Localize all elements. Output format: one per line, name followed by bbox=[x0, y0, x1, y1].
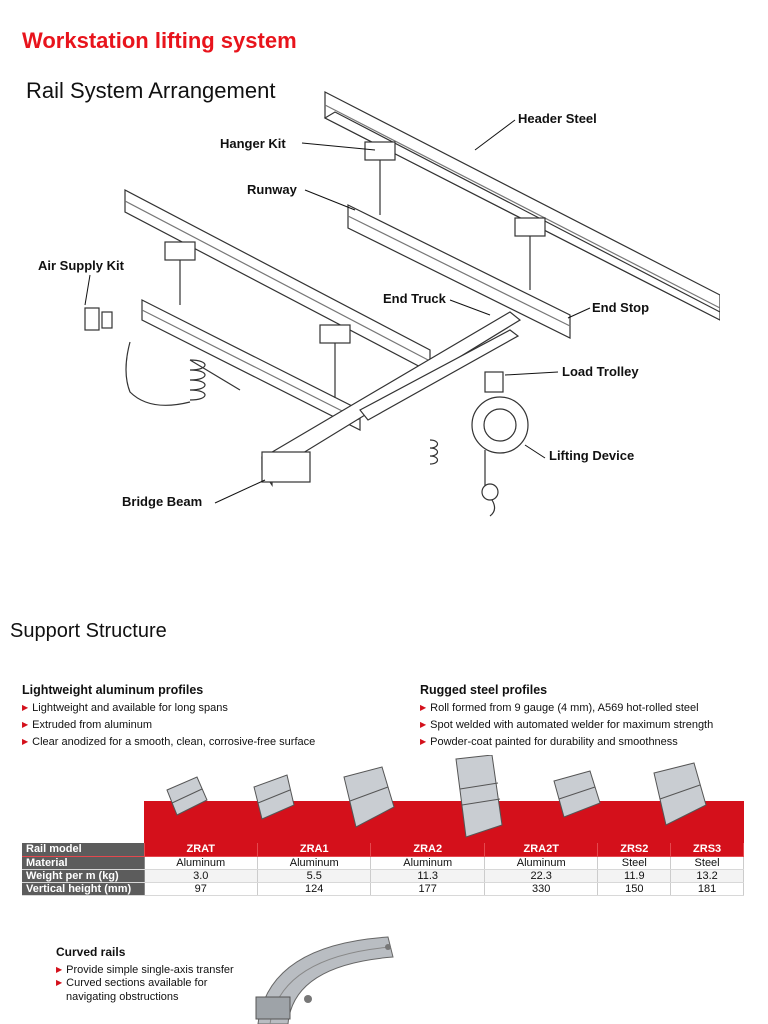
hanger-left-2 bbox=[319, 324, 351, 398]
air-supply-kit bbox=[84, 307, 191, 406]
steel-profiles: Rugged steel profiles Roll formed from 9… bbox=[420, 682, 760, 751]
support-structure-heading: Support Structure bbox=[10, 620, 167, 642]
coiled-hose bbox=[189, 359, 241, 401]
profile-zra2-icon bbox=[343, 766, 395, 828]
table-cell: Material bbox=[22, 856, 145, 870]
curved-bullet: Provide simple single-axis transfer bbox=[56, 964, 236, 978]
runway-left bbox=[141, 299, 361, 431]
hanger-right-2 bbox=[514, 217, 546, 290]
profile-zrs2-icon bbox=[553, 770, 601, 818]
table-cell: Vertical height (mm) bbox=[22, 882, 145, 896]
table-cell: Steel bbox=[670, 856, 744, 870]
table-cell: 11.3 bbox=[370, 869, 485, 883]
lifting-device bbox=[471, 396, 529, 517]
table-cell: 330 bbox=[484, 882, 599, 896]
label-header-steel: Header Steel bbox=[518, 111, 597, 126]
profile-zrs3-icon bbox=[653, 762, 707, 826]
steel-bullet: Spot welded with automated welder for ma… bbox=[420, 717, 760, 734]
header-cell: ZRA1 bbox=[257, 843, 372, 857]
steel-bullet: Powder-coat painted for durability and s… bbox=[420, 734, 760, 751]
table-row: Weight per m (kg) 3.0 5.5 11.3 22.3 11.9… bbox=[22, 869, 744, 883]
aluminum-heading: Lightweight aluminum profiles bbox=[22, 683, 204, 697]
label-hanger-kit: Hanger Kit bbox=[220, 136, 286, 151]
table-cell: Steel bbox=[597, 856, 672, 870]
curved-heading: Curved rails bbox=[56, 945, 126, 959]
header-cell: ZRS2 bbox=[597, 843, 672, 857]
table-cell: 22.3 bbox=[484, 869, 599, 883]
table-row: Material Aluminum Aluminum Aluminum Alum… bbox=[22, 856, 744, 870]
table-cell: 11.9 bbox=[597, 869, 672, 883]
table-row: Vertical height (mm) 97 124 177 330 150 … bbox=[22, 882, 744, 896]
header-steel-right bbox=[323, 91, 720, 321]
table-cell: 3.0 bbox=[144, 869, 258, 883]
rail-system-diagram: Header Steel Hanger Kit Runway Air Suppl… bbox=[38, 91, 720, 517]
table-header-row: Rail model ZRAT ZRA1 ZRA2 ZRA2T ZRS2 ZRS… bbox=[22, 843, 744, 857]
header-cell: ZRAT bbox=[144, 843, 258, 857]
table-cell: 13.2 bbox=[670, 869, 744, 883]
table-cell: Aluminum bbox=[484, 856, 599, 870]
curved-rails-section: Curved rails Provide simple single-axis … bbox=[56, 945, 236, 1004]
header-cell: ZRS3 bbox=[670, 843, 744, 857]
aluminum-bullet: Lightweight and available for long spans bbox=[22, 700, 402, 717]
red-banner bbox=[144, 801, 744, 845]
diagram-title: Rail System Arrangement bbox=[26, 78, 276, 103]
label-end-stop: End Stop bbox=[592, 300, 649, 315]
label-runway: Runway bbox=[247, 182, 298, 197]
curved-rail-image bbox=[255, 936, 394, 1024]
steel-heading: Rugged steel profiles bbox=[420, 683, 548, 697]
table-cell: 177 bbox=[370, 882, 485, 896]
label-air-supply-kit: Air Supply Kit bbox=[38, 258, 125, 273]
table-cell: Weight per m (kg) bbox=[22, 869, 145, 883]
aluminum-bullet: Clear anodized for a smooth, clean, corr… bbox=[22, 734, 402, 751]
table-cell: 97 bbox=[144, 882, 258, 896]
rail-spec-table: Rail model ZRAT ZRA1 ZRA2 ZRA2T ZRS2 ZRS… bbox=[22, 843, 744, 896]
header-steel-left bbox=[124, 189, 431, 373]
profile-zra2t-icon bbox=[455, 755, 503, 838]
runway-right bbox=[347, 204, 571, 339]
table-cell: Aluminum bbox=[257, 856, 372, 870]
table-cell: 124 bbox=[257, 882, 372, 896]
hanger-right-1 bbox=[364, 141, 396, 215]
header-cell: ZRA2T bbox=[484, 843, 599, 857]
label-bridge-beam: Bridge Beam bbox=[122, 494, 202, 509]
hanger-left-1 bbox=[164, 241, 196, 305]
page-title: Workstation lifting system bbox=[22, 28, 297, 53]
aluminum-bullet: Extruded from aluminum bbox=[22, 717, 402, 734]
table-cell: 181 bbox=[670, 882, 744, 896]
label-load-trolley: Load Trolley bbox=[562, 364, 639, 379]
curved-bullet: Curved sections available for navigating… bbox=[56, 977, 236, 1004]
profile-zra1-icon bbox=[253, 774, 295, 820]
table-cell: 5.5 bbox=[257, 869, 372, 883]
table-cell: 150 bbox=[597, 882, 672, 896]
steel-bullet: Roll formed from 9 gauge (4 mm), A569 ho… bbox=[420, 700, 760, 717]
label-lifting-device: Lifting Device bbox=[549, 448, 634, 463]
header-cell: ZRA2 bbox=[370, 843, 485, 857]
rail-profile-images bbox=[144, 755, 744, 845]
table-cell: Aluminum bbox=[144, 856, 258, 870]
table-cell: Aluminum bbox=[370, 856, 485, 870]
header-cell: Rail model bbox=[22, 843, 145, 857]
label-end-truck: End Truck bbox=[383, 291, 447, 306]
aluminum-profiles: Lightweight aluminum profiles Lightweigh… bbox=[22, 682, 402, 751]
profile-zrat-icon bbox=[166, 776, 208, 816]
